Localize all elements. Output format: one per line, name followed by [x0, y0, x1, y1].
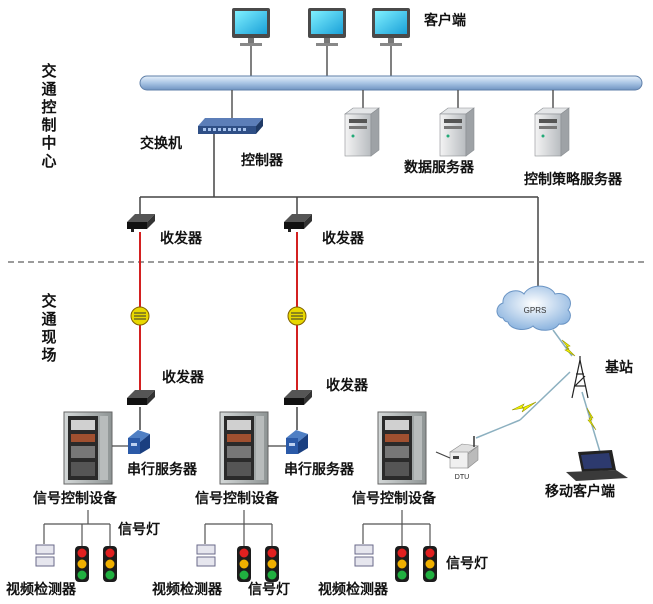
connection-lines: [139, 134, 539, 290]
transceiver-label: 收发器: [162, 370, 204, 386]
dtu-icon: DTU: [449, 436, 479, 481]
serial-server-icon: [128, 430, 308, 454]
mobile-client-label: 移动客户端: [545, 484, 615, 500]
laptop-icon: [566, 450, 628, 481]
gprs-label: GPRS: [524, 306, 547, 315]
base-station-icon: [571, 356, 589, 399]
serial-server-label: 串行服务器: [284, 462, 354, 478]
wireless-link: [475, 329, 601, 453]
fiber-coupler-icon: [130, 306, 307, 326]
signal-light-label: 信号灯: [118, 522, 160, 538]
video-detector-icon: [35, 544, 374, 567]
device-tree-lines: [43, 510, 431, 546]
lightning-icon: [511, 339, 597, 431]
client-computer-icon: [232, 8, 410, 46]
serial-server-label: 串行服务器: [127, 462, 197, 478]
signal-cabinet-icon: [63, 411, 427, 485]
signal-light-label: 信号灯: [446, 556, 488, 572]
switch-label: 交换机: [140, 136, 182, 152]
network-bus: [139, 75, 643, 91]
server-icon: [344, 107, 570, 157]
client-label: 客户端: [424, 13, 466, 29]
base-station-label: 基站: [605, 360, 633, 376]
transceiver-label: 收发器: [160, 231, 202, 247]
transceiver-icon: [127, 214, 312, 232]
switch-icon: [198, 118, 263, 134]
video-detector-label: 视频检测器: [318, 582, 388, 598]
zone-label-control-center: 交通控制中心: [41, 62, 57, 170]
transceiver-icon: [127, 390, 312, 405]
fiber-link: [139, 232, 298, 390]
gprs-cloud-icon: GPRS: [496, 285, 571, 331]
video-detector-label: 视频检测器: [6, 582, 76, 598]
strategy-server-label: 控制策略服务器: [524, 172, 622, 188]
dtu-label: DTU: [455, 474, 469, 481]
traffic-light-icon: [75, 546, 437, 582]
transceiver-label: 收发器: [322, 231, 364, 247]
signal-device-label: 信号控制设备: [195, 491, 279, 507]
data-server-label: 数据服务器: [404, 160, 474, 176]
zone-label-field: 交通现场: [41, 292, 57, 364]
video-detector-label: 视频检测器: [152, 582, 222, 598]
signal-device-label: 信号控制设备: [33, 491, 117, 507]
transceiver-label: 收发器: [326, 378, 368, 394]
signal-light-label: 信号灯: [248, 582, 290, 598]
signal-device-label: 信号控制设备: [352, 491, 436, 507]
controller-label: 控制器: [241, 153, 283, 169]
